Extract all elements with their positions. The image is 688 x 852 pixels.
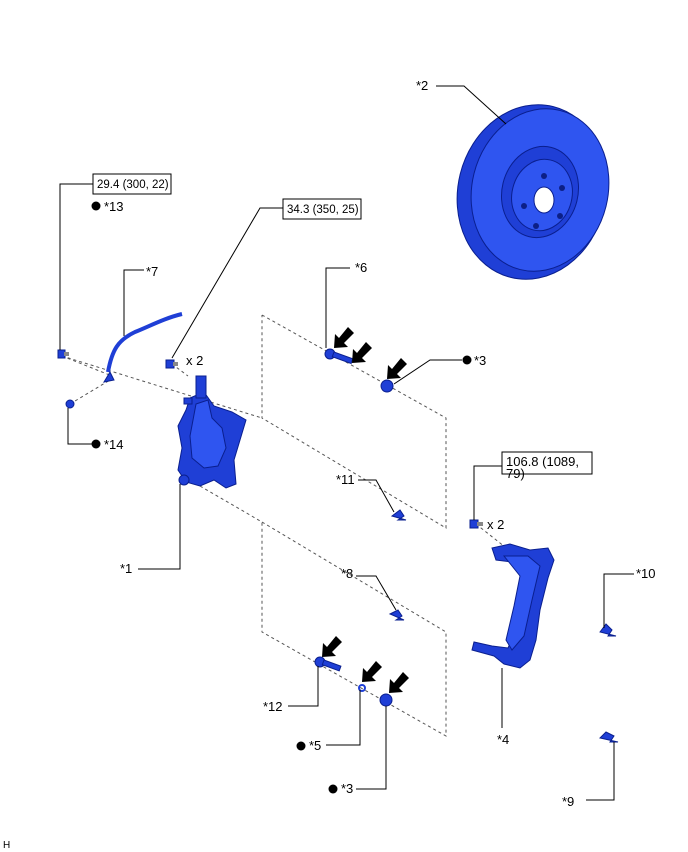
torque-value-cont: 79) <box>506 466 525 481</box>
anti-squeal-shim-8 <box>388 609 405 621</box>
label-part-13: *13 <box>104 199 124 214</box>
slide-pin-lower <box>314 656 342 672</box>
anti-squeal-shim-11 <box>390 509 407 521</box>
arrow-icon <box>334 327 354 348</box>
bleeder-plug <box>57 349 69 359</box>
label-part-12: *12 <box>263 699 283 714</box>
torque-value: 106.8 (1089, <box>506 454 579 469</box>
arrow-icon <box>352 342 372 363</box>
arrow-icon <box>322 636 342 657</box>
dashed-alignment-lines <box>61 355 506 548</box>
label-part-11: *11 <box>336 472 355 487</box>
label-part-4: *4 <box>497 732 509 747</box>
label-part-8: *8 <box>341 566 353 581</box>
label-part-7: *7 <box>146 264 158 279</box>
label-part-14: *14 <box>104 437 124 452</box>
bushing <box>358 684 366 692</box>
caliper-bracket <box>471 543 555 669</box>
torque-box-3: 106.8 (1089, 79) <box>501 451 593 481</box>
assembly-plane-upper <box>261 314 447 529</box>
bullet-icon <box>296 741 306 751</box>
torque-box-1: 29.4 (300, 22) <box>92 173 172 195</box>
label-part-3a: *3 <box>474 353 486 368</box>
corner-code: H <box>3 840 10 851</box>
label-part-3b: *3 <box>341 781 353 796</box>
arrow-icon <box>389 672 409 693</box>
arrow-icon <box>362 661 382 682</box>
torque-box-2: 34.3 (350, 25) <box>282 198 362 220</box>
bleeder-cap <box>65 399 75 409</box>
bullet-icon <box>91 439 101 449</box>
quantity-label: x 2 <box>487 517 504 532</box>
label-part-6: *6 <box>355 260 367 275</box>
boot-upper <box>380 379 394 393</box>
flexible-hose <box>102 312 183 383</box>
caliper-bolt-upper <box>165 359 178 369</box>
torque-value: 29.4 (300, 22) <box>97 179 169 191</box>
label-part-2: *2 <box>416 78 428 93</box>
boot-lower <box>379 693 393 707</box>
bullet-icon <box>328 784 338 794</box>
label-part-1: *1 <box>120 561 132 576</box>
bracket-bolt <box>469 519 483 529</box>
brake-caliper <box>177 375 247 489</box>
pad-clip-10 <box>599 623 617 637</box>
leader-lines <box>59 85 634 801</box>
label-part-5: *5 <box>309 738 321 753</box>
bullet-icon <box>91 201 101 211</box>
arrow-icon <box>387 358 407 379</box>
quantity-label: x 2 <box>186 353 203 368</box>
slide-pin-upper <box>324 348 354 365</box>
brake-disc <box>456 104 610 280</box>
label-part-10: *10 <box>636 566 656 581</box>
bullet-icon <box>462 355 472 365</box>
label-part-9: *9 <box>562 794 574 809</box>
pad-clip-9 <box>599 731 619 743</box>
torque-value: 34.3 (350, 25) <box>287 204 359 216</box>
assembly-plane-lower <box>261 521 447 737</box>
